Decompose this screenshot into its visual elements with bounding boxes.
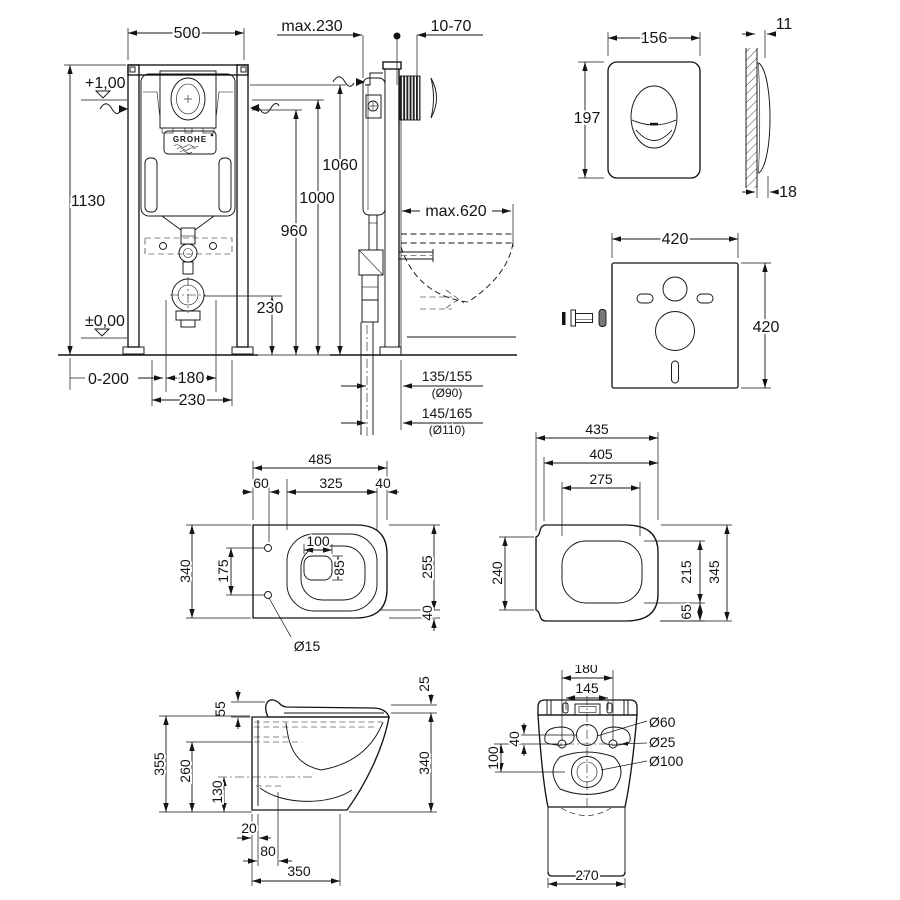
dim-bowl-60: 60 [253, 475, 269, 491]
wall-section [746, 48, 757, 188]
clipped-label-mask [566, 653, 606, 665]
brand-logo-text: GROHE [173, 135, 207, 144]
dim-seat-435: 435 [585, 421, 609, 437]
cistern-outline [140, 73, 236, 217]
dim-tile-range: 10-70 [431, 18, 472, 35]
dim-drain-110: 145/165 [422, 405, 473, 421]
frame-side-view: max.230 10-70 [277, 16, 517, 439]
flush-plate-front-view: 156 197 [572, 28, 701, 179]
seat-lid-profile [265, 699, 390, 718]
actuator-sleeve [399, 75, 421, 121]
dim-plate-thickness: 11 [776, 16, 793, 33]
flush-plate-side-view: 11 18 [742, 14, 799, 203]
bowl-outline [252, 524, 388, 619]
dim-back-40: 40 [506, 731, 522, 747]
dim-drain-90: 135/155 [422, 368, 473, 384]
dim-drain-110-dia: (Ø110) [429, 423, 465, 437]
brand-logo-box [163, 130, 217, 155]
flush-plate-outline [607, 61, 701, 179]
dim-bowl-width: 485 [308, 451, 332, 467]
dim-seat-275: 275 [589, 471, 613, 487]
registered-mark-icon [210, 133, 214, 137]
dim-outlet-w: 100 [306, 533, 330, 549]
level-top-label: +1,00 [85, 75, 126, 92]
dim-bowl-255: 255 [419, 555, 435, 579]
flush-button-profile [430, 77, 437, 119]
label-inlet-dia: Ø60 [649, 714, 676, 730]
level-floor-label: ±0,00 [85, 313, 125, 330]
bowl-side-view: 25 340 55 355 260 130 20 80 350 [149, 674, 437, 886]
frame-front-view: 500 GROHE [58, 23, 360, 411]
seat-top-view: 435 405 275 240 215 65 345 [487, 419, 732, 622]
cistern-profile [362, 77, 386, 216]
dim-hole-spacing: 175 [215, 559, 231, 583]
flush-button [630, 85, 678, 149]
dim-seat-345: 345 [706, 560, 722, 584]
water-inlet-hole [576, 724, 598, 746]
dim-frame-height: 1130 [71, 193, 106, 210]
label-outlet-dia: Ø100 [649, 753, 683, 769]
bowl-profile [251, 716, 390, 811]
pad-outline [611, 262, 739, 389]
dim-230-bottom: 230 [179, 392, 206, 409]
dim-lid-25: 25 [416, 676, 432, 692]
dim-seat-405: 405 [589, 446, 613, 462]
sound-insulation-pad-view: 420 420 [562, 229, 781, 389]
dim-side-355: 355 [151, 752, 167, 776]
dim-side-80: 80 [260, 843, 276, 859]
dim-plate-width: 156 [641, 30, 668, 47]
dim-bowl-40b: 40 [419, 605, 435, 621]
dim-side-260: 260 [177, 759, 193, 783]
dim-hole-dia: Ø15 [294, 638, 321, 654]
dim-bowl-40a: 40 [375, 475, 391, 491]
dim-frame-width: 500 [174, 25, 201, 42]
dim-side-350: 350 [287, 863, 311, 879]
dim-depth: max.230 [281, 18, 342, 35]
wall-finish-arrow-left-icon [99, 103, 128, 114]
dim-seat-240: 240 [489, 561, 505, 585]
dim-back-145: 145 [575, 680, 599, 696]
dim-bowl-depth: 340 [177, 559, 193, 583]
label-fixing-dia: Ø25 [649, 734, 676, 750]
dim-drain-90-dia: (Ø90) [432, 386, 463, 400]
dim-1000: 1000 [299, 190, 335, 207]
wall-finish-arrow-right-icon [250, 103, 280, 114]
wall-finish-arrow-side-icon [332, 72, 383, 87]
dim-outlet-h: 85 [331, 560, 347, 576]
dim-seat-215: 215 [678, 560, 694, 584]
bowl-back-view: 180 145 Ø60 Ø25 Ø100 [483, 653, 685, 888]
dim-plate-depth: 18 [779, 184, 797, 201]
dim-plate-height: 197 [574, 110, 601, 127]
dim-side-130: 130 [209, 780, 225, 804]
dim-back-100: 100 [485, 746, 501, 770]
dim-180: 180 [178, 370, 205, 387]
dim-pad-height: 420 [753, 319, 780, 336]
dim-leg-range: 0-200 [88, 371, 129, 388]
dim-reach: max.620 [425, 203, 486, 220]
dim-bowl-325: 325 [319, 475, 343, 491]
dim-seat-55: 55 [212, 701, 228, 717]
dim-1060: 1060 [322, 157, 358, 174]
dim-side-340: 340 [416, 751, 432, 775]
bowl-top-view: 485 60 325 40 340 175 255 40 100 85 Ø15 [175, 449, 440, 656]
seat-outline [535, 524, 659, 622]
dim-960: 960 [281, 223, 308, 240]
dim-seat-65: 65 [678, 604, 694, 620]
dim-side-20: 20 [241, 820, 257, 836]
frame-top-bar [127, 64, 249, 76]
dim-drain-height: 230 [257, 300, 284, 317]
dim-back-270: 270 [575, 867, 599, 883]
dim-pad-width: 420 [662, 231, 689, 248]
fixing-bolt-icon [562, 309, 607, 327]
